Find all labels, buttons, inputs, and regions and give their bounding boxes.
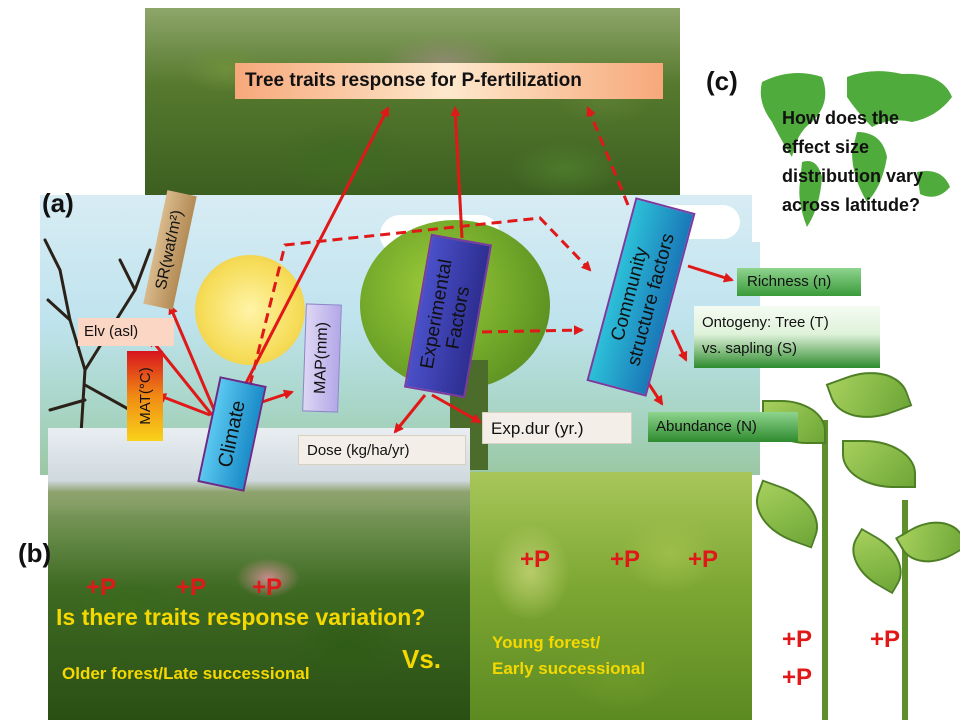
- dose-variable-box: Dose (kg/ha/yr): [298, 435, 466, 465]
- older-forest-label: Older forest/Late successional: [62, 664, 310, 683]
- panel-label-c: (c): [706, 66, 738, 96]
- plus-p-marker: +P: [870, 626, 901, 653]
- plus-p-marker: +P: [520, 546, 551, 573]
- ontogeny-box: Ontogeny: Tree (T) vs. sapling (S): [694, 306, 880, 368]
- exp-duration-variable-box: Exp.dur (yr.): [482, 412, 632, 444]
- plus-p-marker: +P: [86, 574, 117, 601]
- young-forest-label-line: Young forest/: [492, 633, 601, 652]
- abundance-label: Abundance (N): [656, 418, 757, 435]
- mat-variable-box: MAT(°C): [127, 351, 163, 441]
- young-forest-label-line: Early successional: [492, 659, 646, 678]
- latitude-question-line: effect size: [782, 137, 870, 157]
- latitude-question-line: across latitude?: [782, 195, 921, 215]
- panel-label-a: (a): [42, 188, 74, 218]
- ontogeny-label: vs. sapling (S): [702, 340, 798, 357]
- exp-duration-variable-label: Exp.dur (yr.): [491, 419, 584, 438]
- forest-canopy-photo: [145, 8, 680, 200]
- young-forest-photo: [470, 472, 752, 720]
- map-variable-label: MAP(mm): [311, 321, 332, 395]
- latitude-question-line: How does the: [782, 108, 900, 128]
- elevation-variable-box: Elv (asl): [78, 318, 174, 346]
- diagram-title: Tree traits response for P-fertilization: [235, 63, 663, 99]
- plus-p-marker: +P: [782, 626, 813, 653]
- map-variable-box: MAP(mm): [302, 303, 342, 413]
- mat-variable-label: MAT(°C): [136, 367, 154, 425]
- panel-label-b: (b): [18, 538, 52, 568]
- richness-box: Richness (n): [737, 268, 861, 296]
- plus-p-marker: +P: [688, 546, 719, 573]
- plus-p-marker: +P: [782, 664, 813, 691]
- sun-illustration: [195, 255, 305, 365]
- plus-p-marker: +P: [252, 574, 283, 601]
- trait-variation-question: Is there traits response variation?: [56, 604, 426, 630]
- plus-p-marker: +P: [176, 574, 207, 601]
- plus-p-marker: +P: [610, 546, 641, 573]
- older-forest-photo: [48, 428, 470, 720]
- young-forest-label: Young forest/ Early successional: [492, 630, 645, 682]
- elevation-variable-label: Elv (asl): [84, 323, 139, 340]
- ontogeny-label: Ontogeny: Tree (T): [702, 314, 829, 331]
- abundance-box: Abundance (N): [648, 412, 798, 442]
- versus-label: Vs.: [402, 644, 442, 674]
- richness-label: Richness (n): [747, 273, 832, 290]
- climate-node-label: Climate: [213, 398, 250, 470]
- latitude-question: How does the effect size distribution va…: [782, 104, 958, 220]
- dose-variable-label: Dose (kg/ha/yr): [307, 442, 410, 459]
- world-map: [752, 62, 960, 242]
- latitude-question-line: distribution vary: [782, 166, 924, 186]
